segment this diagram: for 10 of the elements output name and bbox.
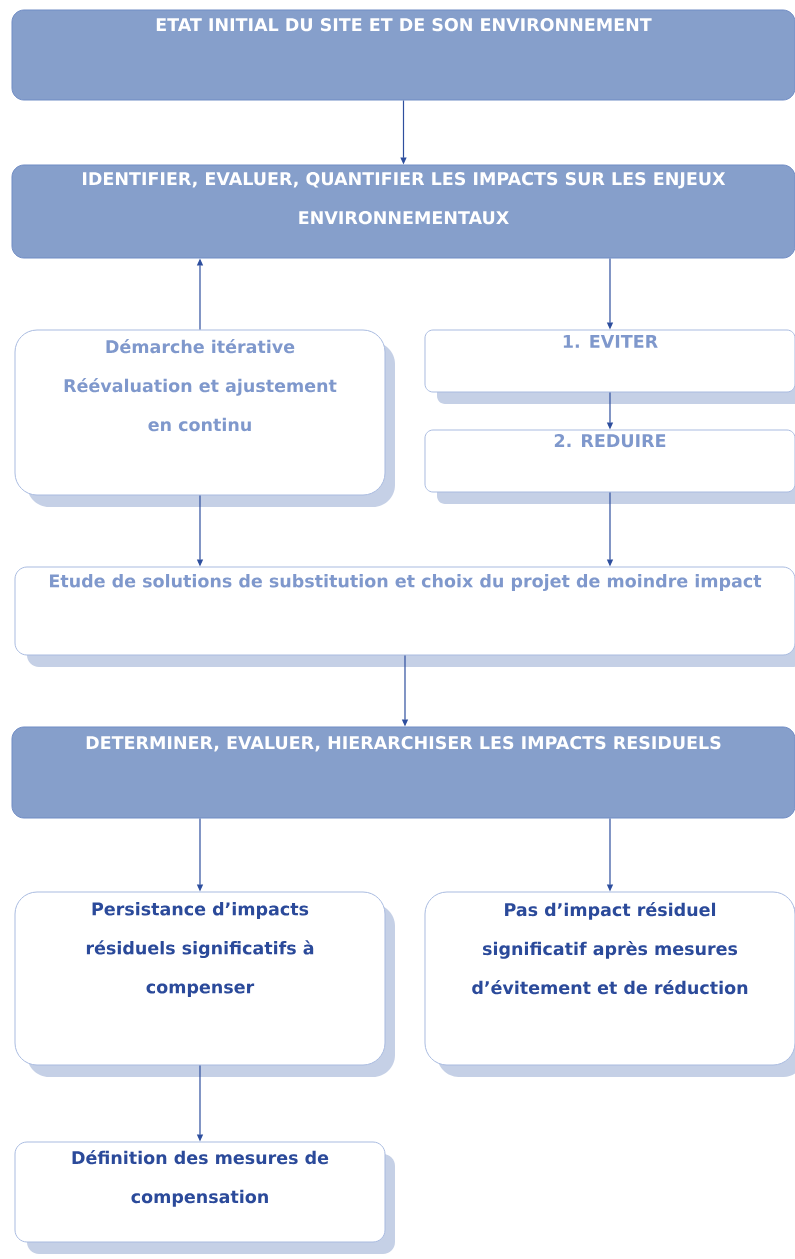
process-box: 2. REDUIRE — [424, 429, 795, 504]
process-box: Etude de solutions de substitution et choix du projet de moindre impact — [14, 566, 795, 667]
process-box: Persistance d’impacts résiduels significatifs à compenser — [14, 891, 395, 1077]
header-box: DETERMINER, EVALUER, HIERARCHISER LES IMPACTS RESIDUELS — [11, 726, 795, 819]
process-box: Démarche itérative Réévaluation et ajustement en continu — [14, 329, 395, 507]
process-box: Définition des mesures de compensation — [14, 1141, 395, 1254]
header-box: IDENTIFIER, EVALUER, QUANTIFIER LES IMPACTS SUR LES ENJEUX ENVIRONNEMENTAUX — [11, 164, 795, 259]
process-box: Pas d’impact résiduel significatif après mesures d’évitement et de réduction — [424, 891, 795, 1077]
process-box: 1. EVITER — [424, 329, 795, 404]
header-box: ETAT INITIAL DU SITE ET DE SON ENVIRONNEMENT — [11, 9, 795, 101]
